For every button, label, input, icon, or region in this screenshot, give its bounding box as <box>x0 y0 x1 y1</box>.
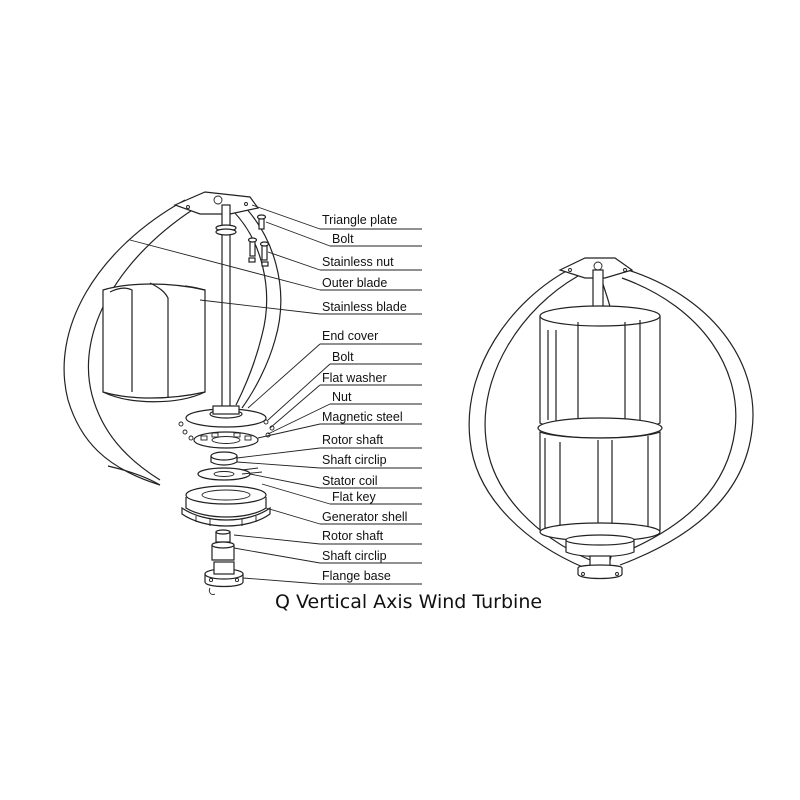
label-magnetic-steel: Magnetic steel <box>322 410 403 424</box>
label-flat-washer: Flat washer <box>322 371 387 385</box>
label-nut: Nut <box>332 390 352 404</box>
label-bolt-top: Bolt <box>332 232 354 246</box>
label-stainless-nut: Stainless nut <box>322 255 394 269</box>
diagram-title: Q Vertical Axis Wind Turbine <box>275 591 542 613</box>
flange-base-shape <box>204 561 244 595</box>
assembled-generator <box>565 534 635 580</box>
label-underlines <box>320 228 422 585</box>
leader-lines <box>129 204 331 585</box>
outer-blade-shape <box>63 199 186 486</box>
assembled-triangle-plate <box>558 257 634 279</box>
label-end-cover: End cover <box>322 329 378 343</box>
assembled-upper-blade <box>539 305 661 432</box>
main-shaft <box>221 204 231 421</box>
label-flat-key: Flat key <box>332 490 377 504</box>
label-shaft-circlip-lower: Shaft circlip <box>322 549 387 563</box>
assembled-outer-blade-left <box>468 267 586 569</box>
lower-rotor-shaft <box>211 529 235 561</box>
assembled-turbine <box>468 257 754 580</box>
label-bolt-lower: Bolt <box>332 350 354 364</box>
magnetic-steel-shape <box>193 431 259 449</box>
assembled-outer-blade-right <box>619 269 754 566</box>
label-triangle-plate: Triangle plate <box>322 213 397 227</box>
label-stainless-blade: Stainless blade <box>322 300 407 314</box>
label-outer-blade: Outer blade <box>322 276 387 290</box>
assembled-lower-blade <box>539 431 661 542</box>
label-generator-shell: Generator shell <box>322 510 407 524</box>
outer-blade-right <box>237 199 282 409</box>
triangle-plate-shape <box>173 191 260 215</box>
stainless-blade-shape <box>102 282 206 403</box>
generator-shell-shape <box>181 485 271 527</box>
end-cover-shape <box>185 405 267 428</box>
bolts-top <box>247 214 270 267</box>
label-rotor-shaft-upper: Rotor shaft <box>322 433 384 447</box>
assembled-middle-plate <box>537 417 663 439</box>
label-stator-coil: Stator coil <box>322 474 378 488</box>
rotor-shaft-hub <box>210 451 238 466</box>
stator-coil-shape <box>197 467 263 481</box>
label-flange-base: Flange base <box>322 569 391 583</box>
label-shaft-circlip-upper: Shaft circlip <box>322 453 387 467</box>
part-labels: Triangle plate Bolt Stainless nut Outer … <box>322 213 407 583</box>
exploded-view: Triangle plate Bolt Stainless nut Outer … <box>63 191 422 595</box>
label-rotor-shaft-lower: Rotor shaft <box>322 529 384 543</box>
